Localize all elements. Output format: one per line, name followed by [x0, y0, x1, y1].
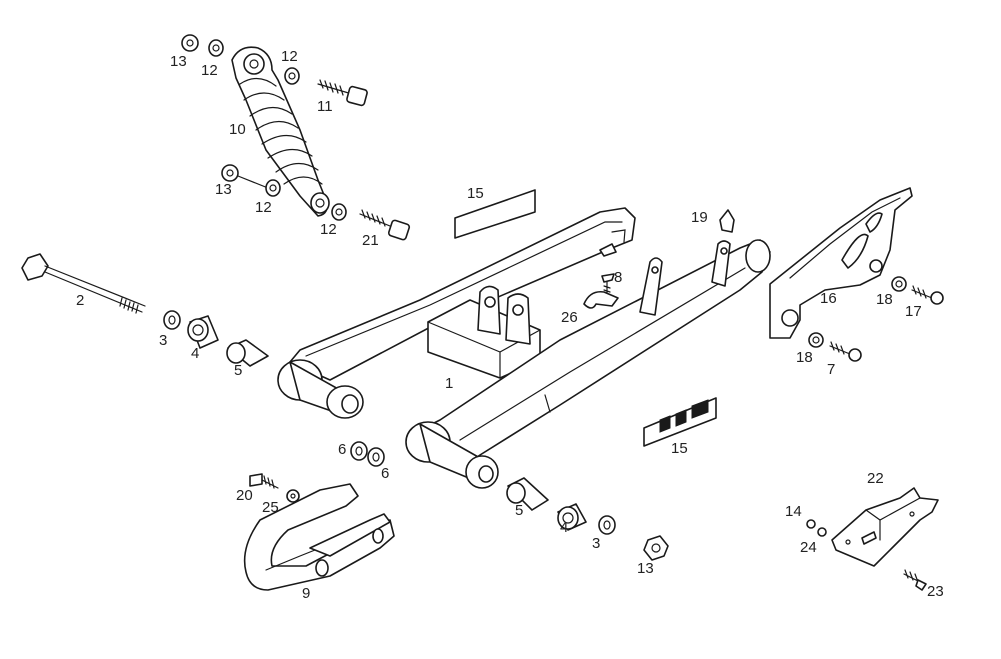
- swingarm-part: [277, 207, 771, 489]
- callout-13: 13: [637, 560, 654, 577]
- callout-12: 12: [255, 199, 272, 216]
- callout-15: 15: [671, 440, 688, 457]
- callout-3: 3: [592, 535, 600, 552]
- callout-11: 11: [317, 98, 333, 115]
- callout-12: 12: [201, 62, 218, 79]
- callout-9: 9: [302, 585, 310, 602]
- pivot-bolt-part: [21, 253, 146, 314]
- nut-13-lower: [643, 535, 669, 561]
- screw-8-part: [601, 273, 615, 299]
- bolt-11-part: [317, 79, 368, 107]
- callout-21: 21: [362, 232, 379, 249]
- callout-22: 22: [867, 470, 884, 487]
- callout-10: 10: [229, 121, 246, 138]
- callout-25: 25: [262, 499, 279, 516]
- callout-13: 13: [170, 53, 187, 70]
- chain-guide-22-part: [831, 487, 939, 567]
- callout-5: 5: [515, 502, 523, 519]
- callout-6: 6: [381, 465, 389, 482]
- callout-2: 2: [76, 292, 84, 309]
- callout-5: 5: [234, 362, 242, 379]
- callout-8: 8: [614, 269, 622, 286]
- callout-19: 19: [691, 209, 708, 226]
- shock-upper-hardware: [181, 34, 300, 85]
- chain-slider-hardware: [249, 473, 300, 503]
- chain-guard-hardware-upper: [891, 276, 944, 305]
- chain-guide-hardware: [806, 519, 827, 537]
- callout-26: 26: [561, 309, 578, 326]
- shock-lower-hardware: [221, 164, 347, 221]
- callout-18: 18: [876, 291, 893, 308]
- callout-17: 17: [905, 303, 922, 320]
- bolt-21-part: [359, 209, 411, 241]
- chain-guard-hardware-lower: [808, 332, 862, 362]
- callout-16: 16: [820, 290, 837, 307]
- shock-absorber-part: [231, 46, 330, 217]
- callout-1: 1: [445, 375, 453, 392]
- decal-15-lower: [643, 397, 717, 447]
- pivot-hardware-left: [163, 310, 269, 367]
- chain-guard-part: [769, 187, 913, 339]
- callout-labels: 13 12 12 11 10 13 12 12 21 15 19 8 26 16…: [76, 48, 944, 602]
- callout-18: 18: [796, 349, 813, 366]
- callout-12: 12: [281, 48, 298, 65]
- decal-15-upper: [454, 189, 536, 239]
- callout-6: 6: [338, 441, 346, 458]
- callout-20: 20: [236, 487, 253, 504]
- clamp-26-part: [583, 290, 619, 309]
- washers-6-part: [350, 441, 385, 467]
- callout-12: 12: [320, 221, 337, 238]
- callout-4: 4: [560, 519, 568, 536]
- pivot-hardware-right: [506, 477, 616, 535]
- callout-24: 24: [800, 539, 817, 556]
- clip-19-part: [719, 209, 735, 233]
- callout-15: 15: [467, 185, 484, 202]
- callout-13: 13: [215, 181, 232, 198]
- chain-slider-part: [243, 483, 395, 591]
- screw-23-part: [903, 569, 927, 591]
- callout-14: 14: [785, 503, 802, 520]
- callout-7: 7: [827, 361, 835, 378]
- callout-4: 4: [191, 345, 199, 362]
- callout-3: 3: [159, 332, 167, 349]
- callout-23: 23: [927, 583, 944, 600]
